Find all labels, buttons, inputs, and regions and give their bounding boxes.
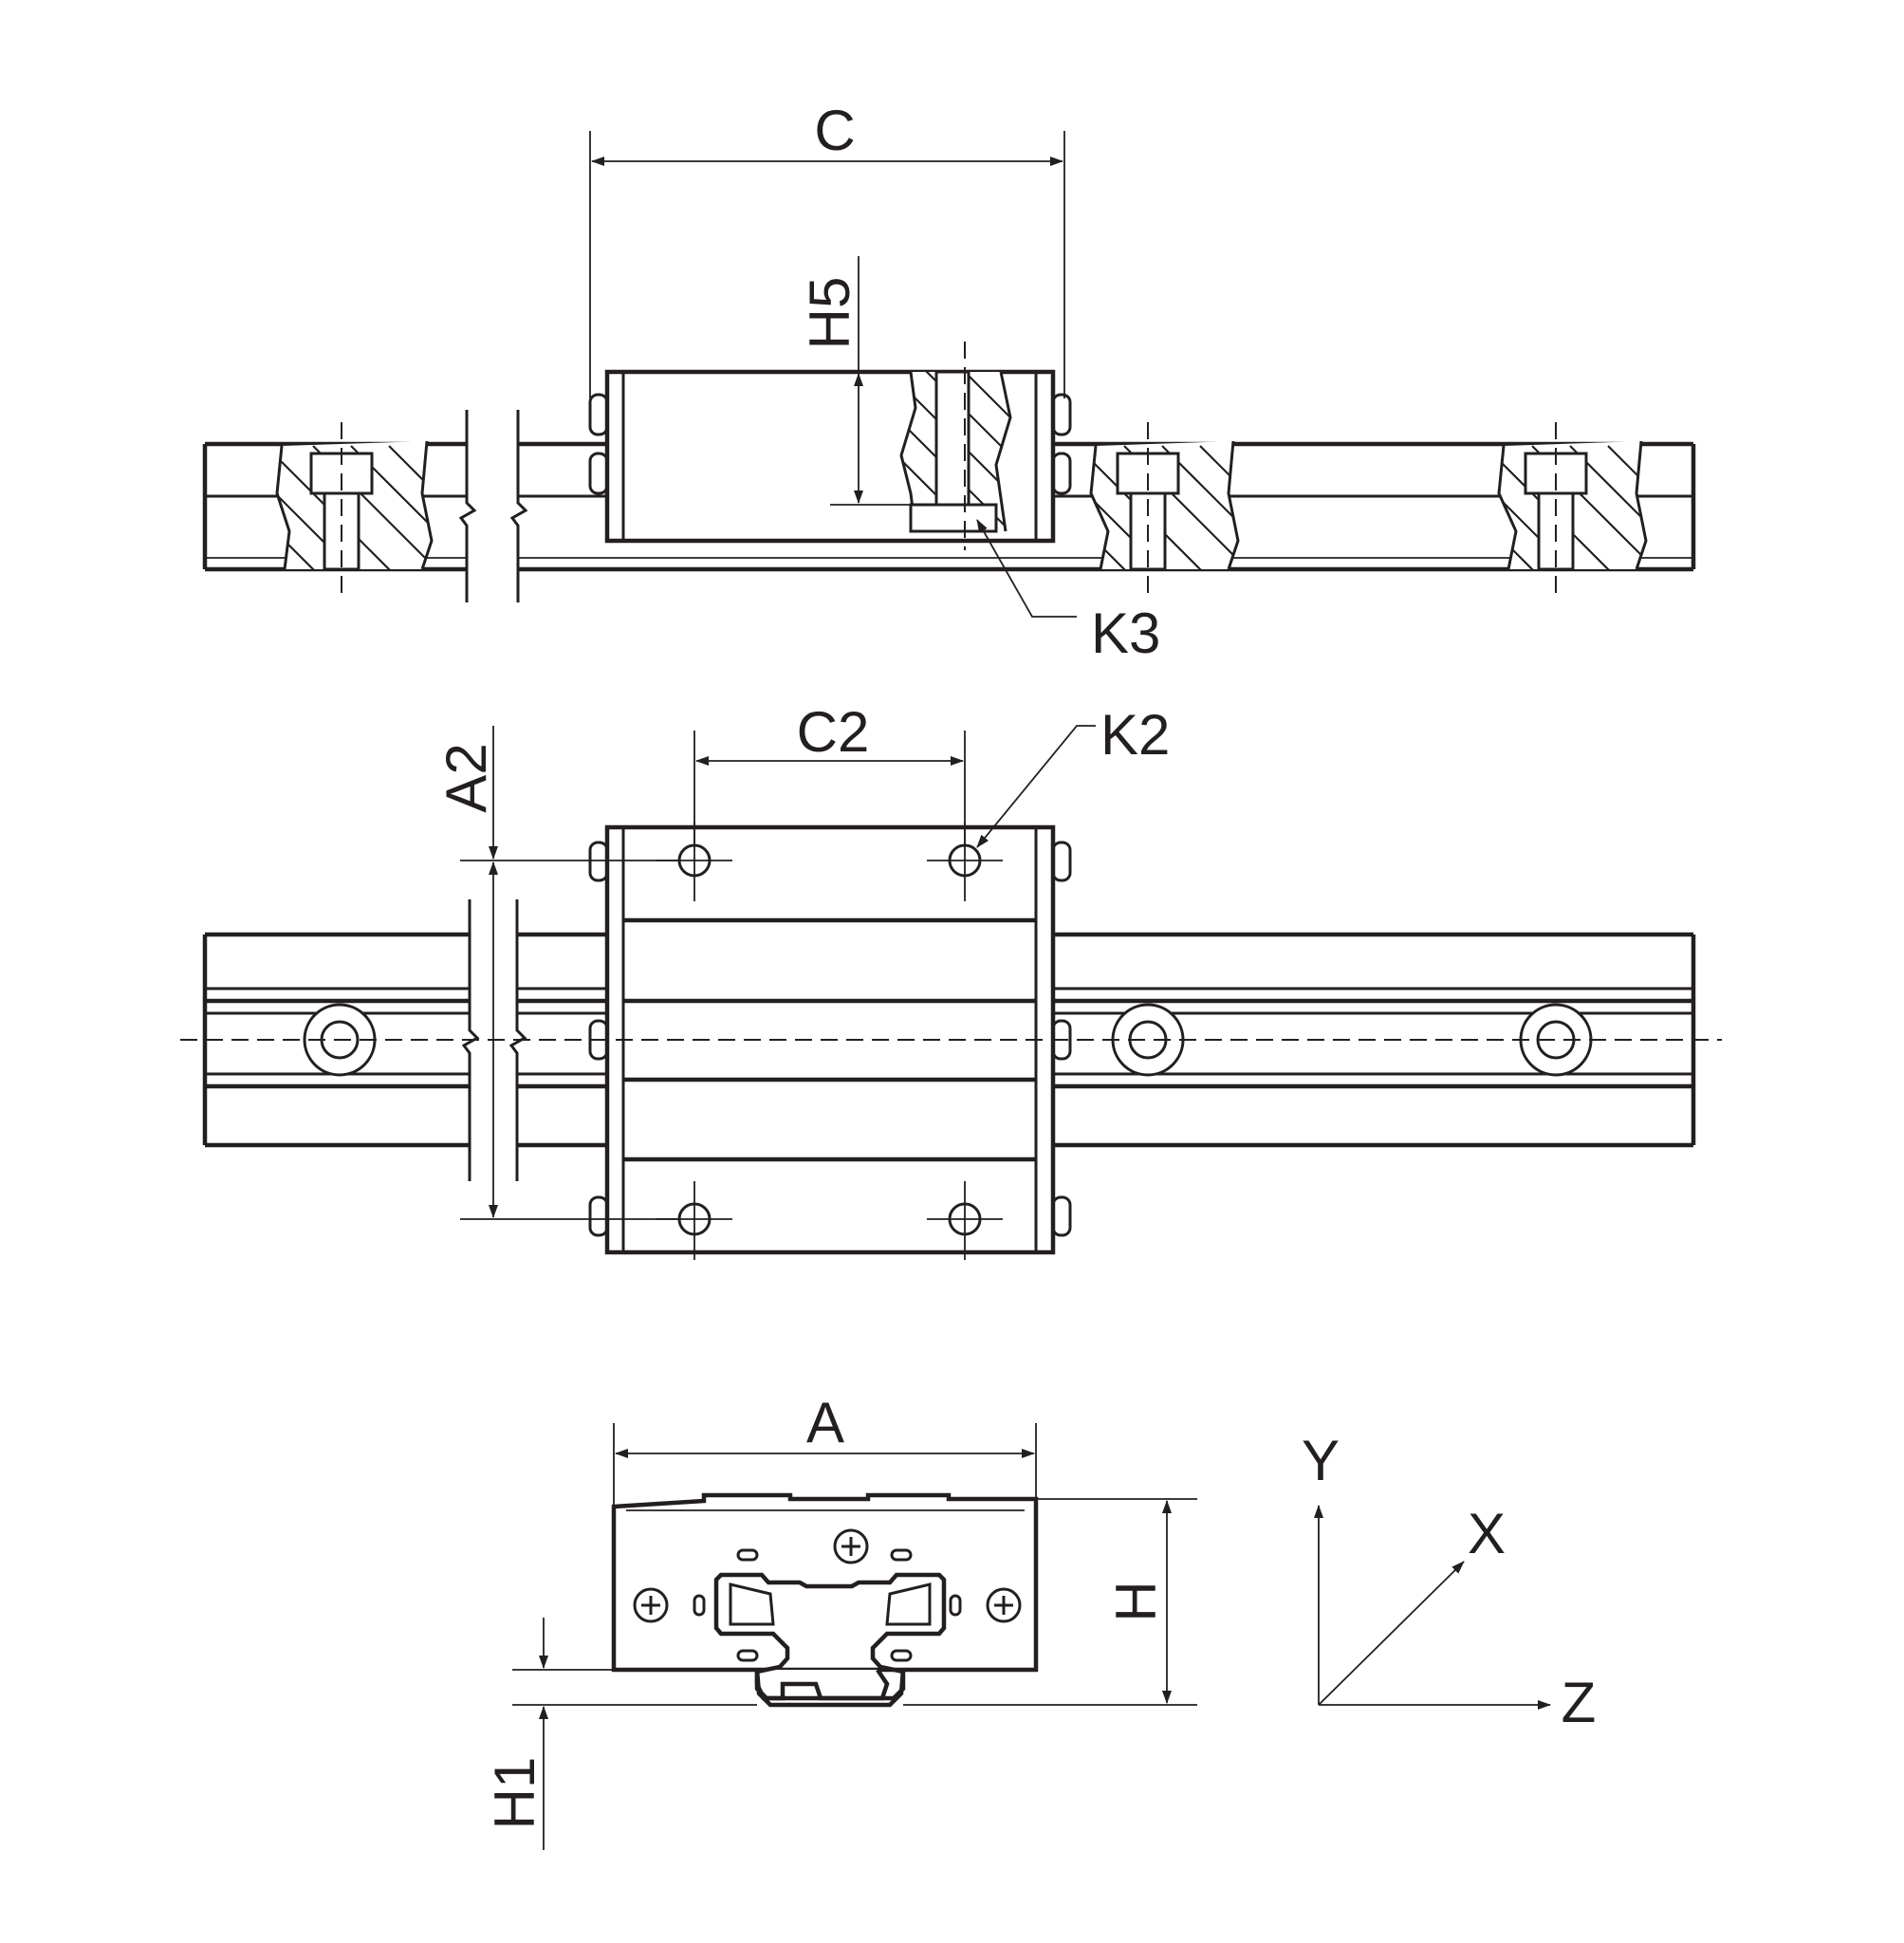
dimension-label-a: A: [806, 1391, 844, 1454]
dimension-a: A: [613, 1391, 1037, 1507]
rail-end-profile: [754, 1668, 890, 1701]
dimension-label-c2: C2: [797, 700, 870, 764]
axis-label-z: Z: [1562, 1671, 1597, 1734]
dimension-label-h5: H5: [798, 277, 861, 350]
dimension-h: H: [903, 1498, 1197, 1706]
end-plate-screw-right: [986, 1587, 1022, 1623]
dimension-c: C: [589, 99, 1065, 398]
leader-k2: K2: [976, 703, 1170, 848]
carriage-cutaway-section: [899, 342, 1012, 550]
dimension-h1: H1: [483, 1618, 757, 1850]
coordinate-axes: Y X Z: [1302, 1429, 1596, 1734]
rail-break-symbol: [458, 410, 528, 602]
axis-label-x: X: [1468, 1502, 1506, 1565]
rail-bolt-section-middle: [1089, 422, 1240, 593]
top-plan-view: C2 K2 A2: [180, 700, 1722, 1260]
dimension-a2: A2: [434, 726, 679, 1220]
axis-label-y: Y: [1302, 1429, 1340, 1492]
carriage-plan-body: [588, 823, 1072, 1260]
dimension-label-a2: A2: [434, 743, 498, 812]
rail-channel-outline: [713, 1572, 947, 1701]
end-plate-screw-top: [833, 1528, 869, 1564]
dimension-label-c: C: [814, 99, 855, 162]
dimension-h5: H5: [798, 256, 936, 506]
leader-k3: K3: [976, 519, 1160, 665]
rail-bolt-section-right: [1497, 422, 1648, 593]
dimension-label-h: H: [1104, 1581, 1168, 1621]
dimension-c2: C2: [693, 700, 966, 844]
end-plate-screw-left: [633, 1587, 669, 1623]
callout-label-k2: K2: [1100, 703, 1170, 767]
dimension-label-h1: H1: [483, 1757, 546, 1830]
rail-bolt-section-left: [275, 422, 434, 593]
seal-slots: [693, 1548, 962, 1662]
carriage-end-profile: [611, 1492, 1039, 1673]
end-view: A H H1: [483, 1391, 1197, 1850]
side-section-view: C H5 K3: [202, 99, 1696, 665]
callout-label-k3: K3: [1091, 601, 1160, 665]
